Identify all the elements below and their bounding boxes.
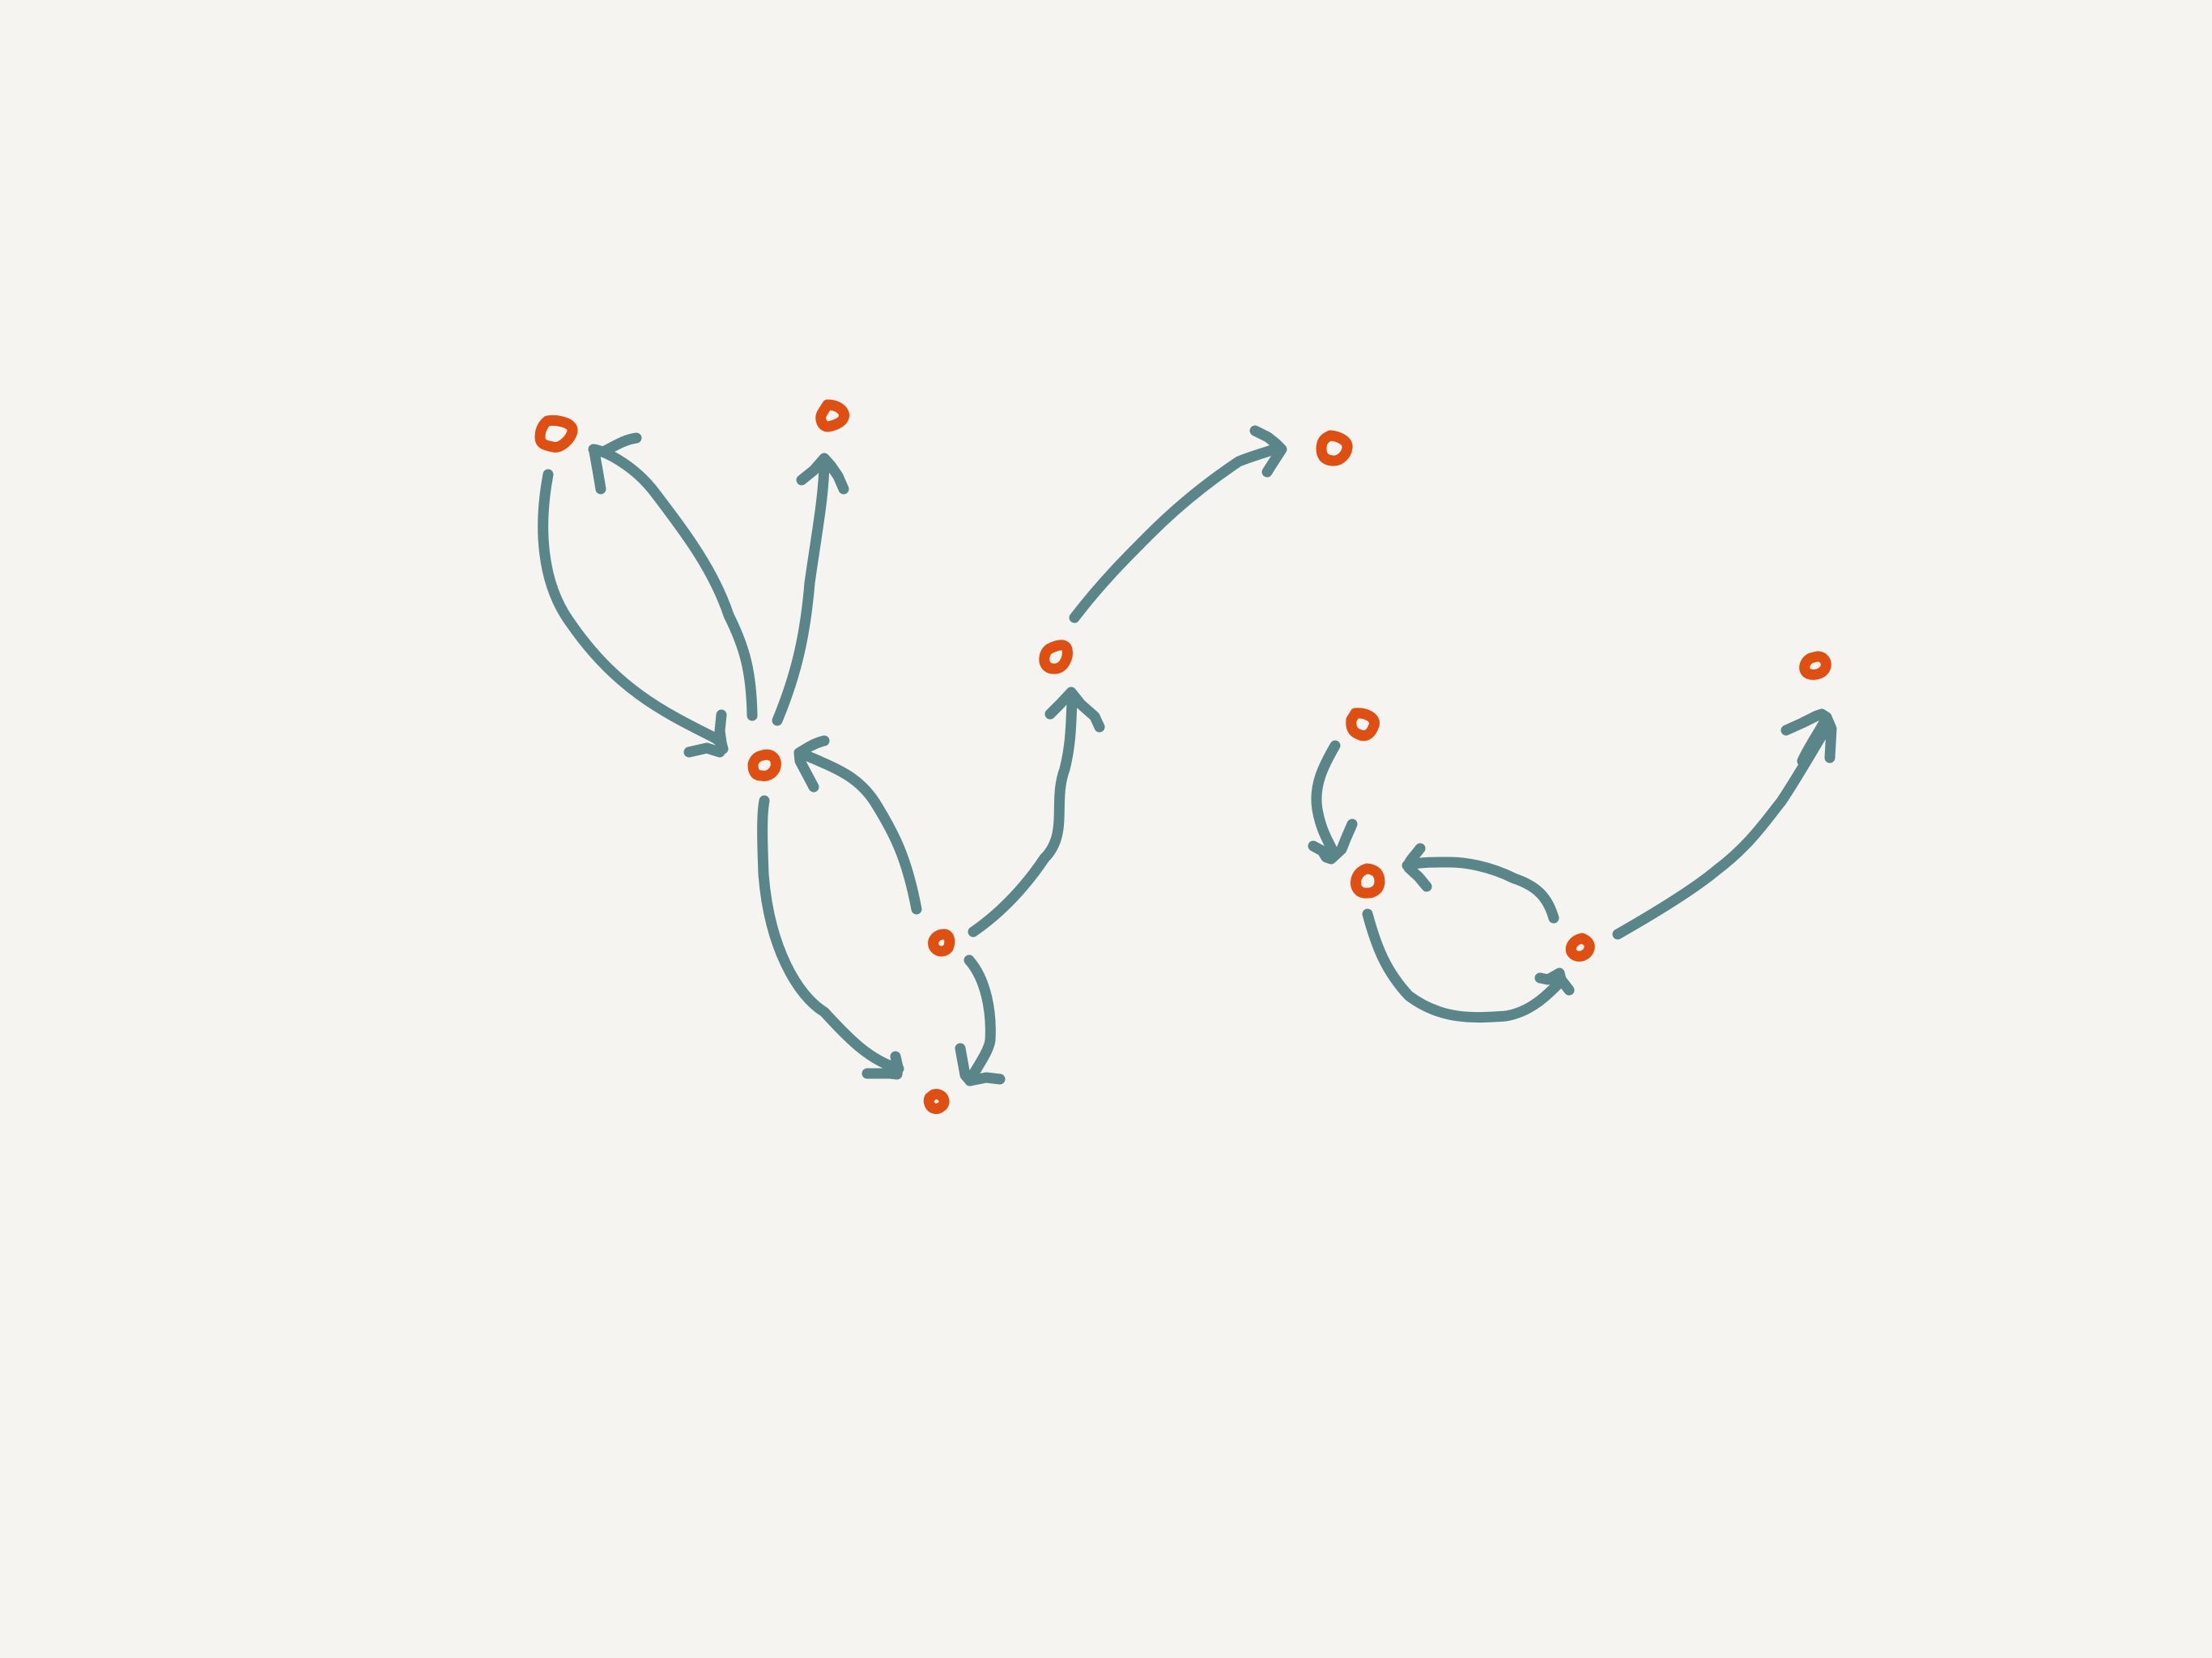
node-i	[1351, 863, 1385, 899]
edge-f-to-g	[1069, 425, 1287, 623]
node-d	[923, 1089, 950, 1114]
node-g	[1316, 430, 1353, 466]
node-j	[1565, 933, 1595, 962]
node-b	[747, 749, 781, 781]
edge-i-to-h	[1308, 740, 1358, 865]
edge-i-to-j	[1362, 908, 1575, 1023]
edge-e-to-d	[955, 954, 1006, 1086]
node-e	[928, 929, 955, 957]
edge-b-to-c	[772, 453, 849, 726]
node-a	[534, 415, 578, 453]
edge-a-to-b	[538, 469, 729, 758]
nodes	[534, 399, 1831, 1114]
node-k	[1799, 651, 1831, 680]
edges	[538, 425, 1837, 1086]
edge-b-to-a	[588, 432, 758, 721]
edge-j-to-i	[1402, 843, 1559, 924]
node-h	[1346, 708, 1380, 742]
edge-e-to-b	[793, 735, 922, 915]
edge-e-to-f	[968, 687, 1105, 937]
node-f	[1039, 640, 1073, 674]
edge-h-curl	[1797, 712, 1832, 767]
edge-b-to-d	[757, 795, 904, 1080]
node-c	[815, 399, 849, 432]
